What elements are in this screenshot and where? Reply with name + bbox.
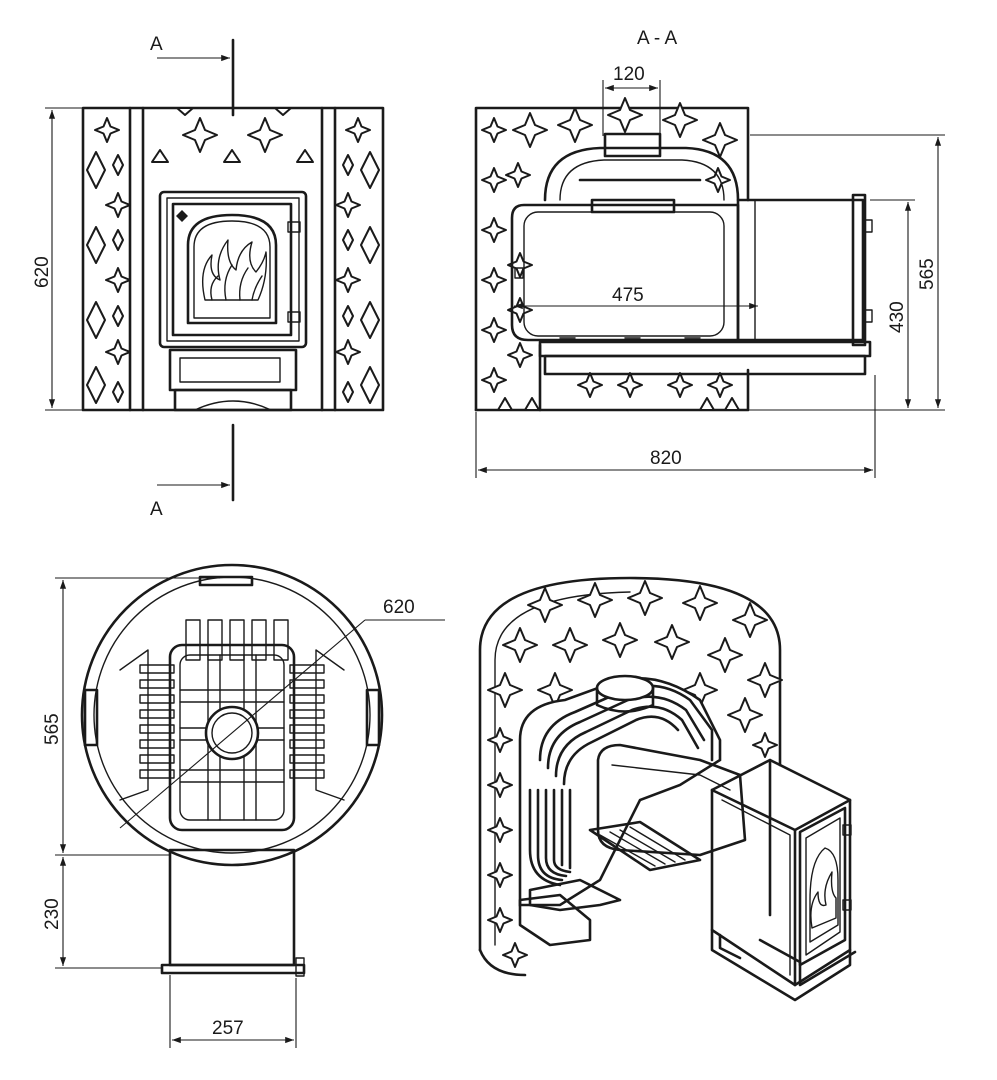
flame-icon bbox=[202, 239, 268, 301]
right-ornament-column bbox=[335, 117, 380, 404]
dim-chimney-width: 120 bbox=[613, 64, 645, 85]
top-ornament bbox=[151, 107, 314, 163]
plan-view bbox=[80, 563, 445, 977]
dimension-door-height: 430 bbox=[870, 199, 915, 411]
dimension-tunnel-width: 257 bbox=[169, 975, 297, 1048]
iso-tunnel bbox=[710, 758, 857, 1002]
dim-door-height: 430 bbox=[887, 301, 908, 333]
section-title: A - A bbox=[637, 28, 677, 49]
dim-plan-diameter: 620 bbox=[383, 597, 415, 618]
cut-label-top: A bbox=[150, 34, 163, 55]
section-view: A - A bbox=[474, 28, 873, 412]
plan-tubes-top bbox=[185, 619, 289, 661]
dim-front-height: 620 bbox=[32, 256, 53, 288]
dim-tunnel-width: 257 bbox=[212, 1018, 244, 1039]
dim-overall-depth: 820 bbox=[650, 448, 682, 469]
dimension-front-height: 620 bbox=[32, 107, 83, 411]
cut-label-bottom: A bbox=[150, 499, 163, 520]
front-view bbox=[81, 106, 385, 412]
dimension-overall-depth: 820 bbox=[475, 375, 876, 478]
dim-section-height: 565 bbox=[917, 258, 938, 290]
dim-plan-depth: 565 bbox=[42, 713, 63, 745]
plan-fins-left bbox=[139, 664, 175, 779]
iso-firebox bbox=[518, 674, 747, 947]
isometric-view bbox=[478, 576, 857, 1002]
dimension-tunnel-length: 230 bbox=[42, 857, 162, 969]
dim-firebox-length: 475 bbox=[612, 285, 644, 306]
dimension-firebox-length: 475 bbox=[514, 285, 758, 310]
dimension-chimney-width: 120 bbox=[602, 64, 661, 136]
section-cut-marks: A A bbox=[150, 34, 235, 520]
iso-flame-icon bbox=[810, 871, 837, 929]
dim-tunnel-length: 230 bbox=[42, 898, 63, 930]
left-ornament-column bbox=[86, 117, 131, 404]
dimension-plan-depth: 565 bbox=[42, 577, 220, 856]
section-ornament bbox=[481, 97, 740, 411]
dimension-section-height: 565 bbox=[748, 134, 945, 411]
